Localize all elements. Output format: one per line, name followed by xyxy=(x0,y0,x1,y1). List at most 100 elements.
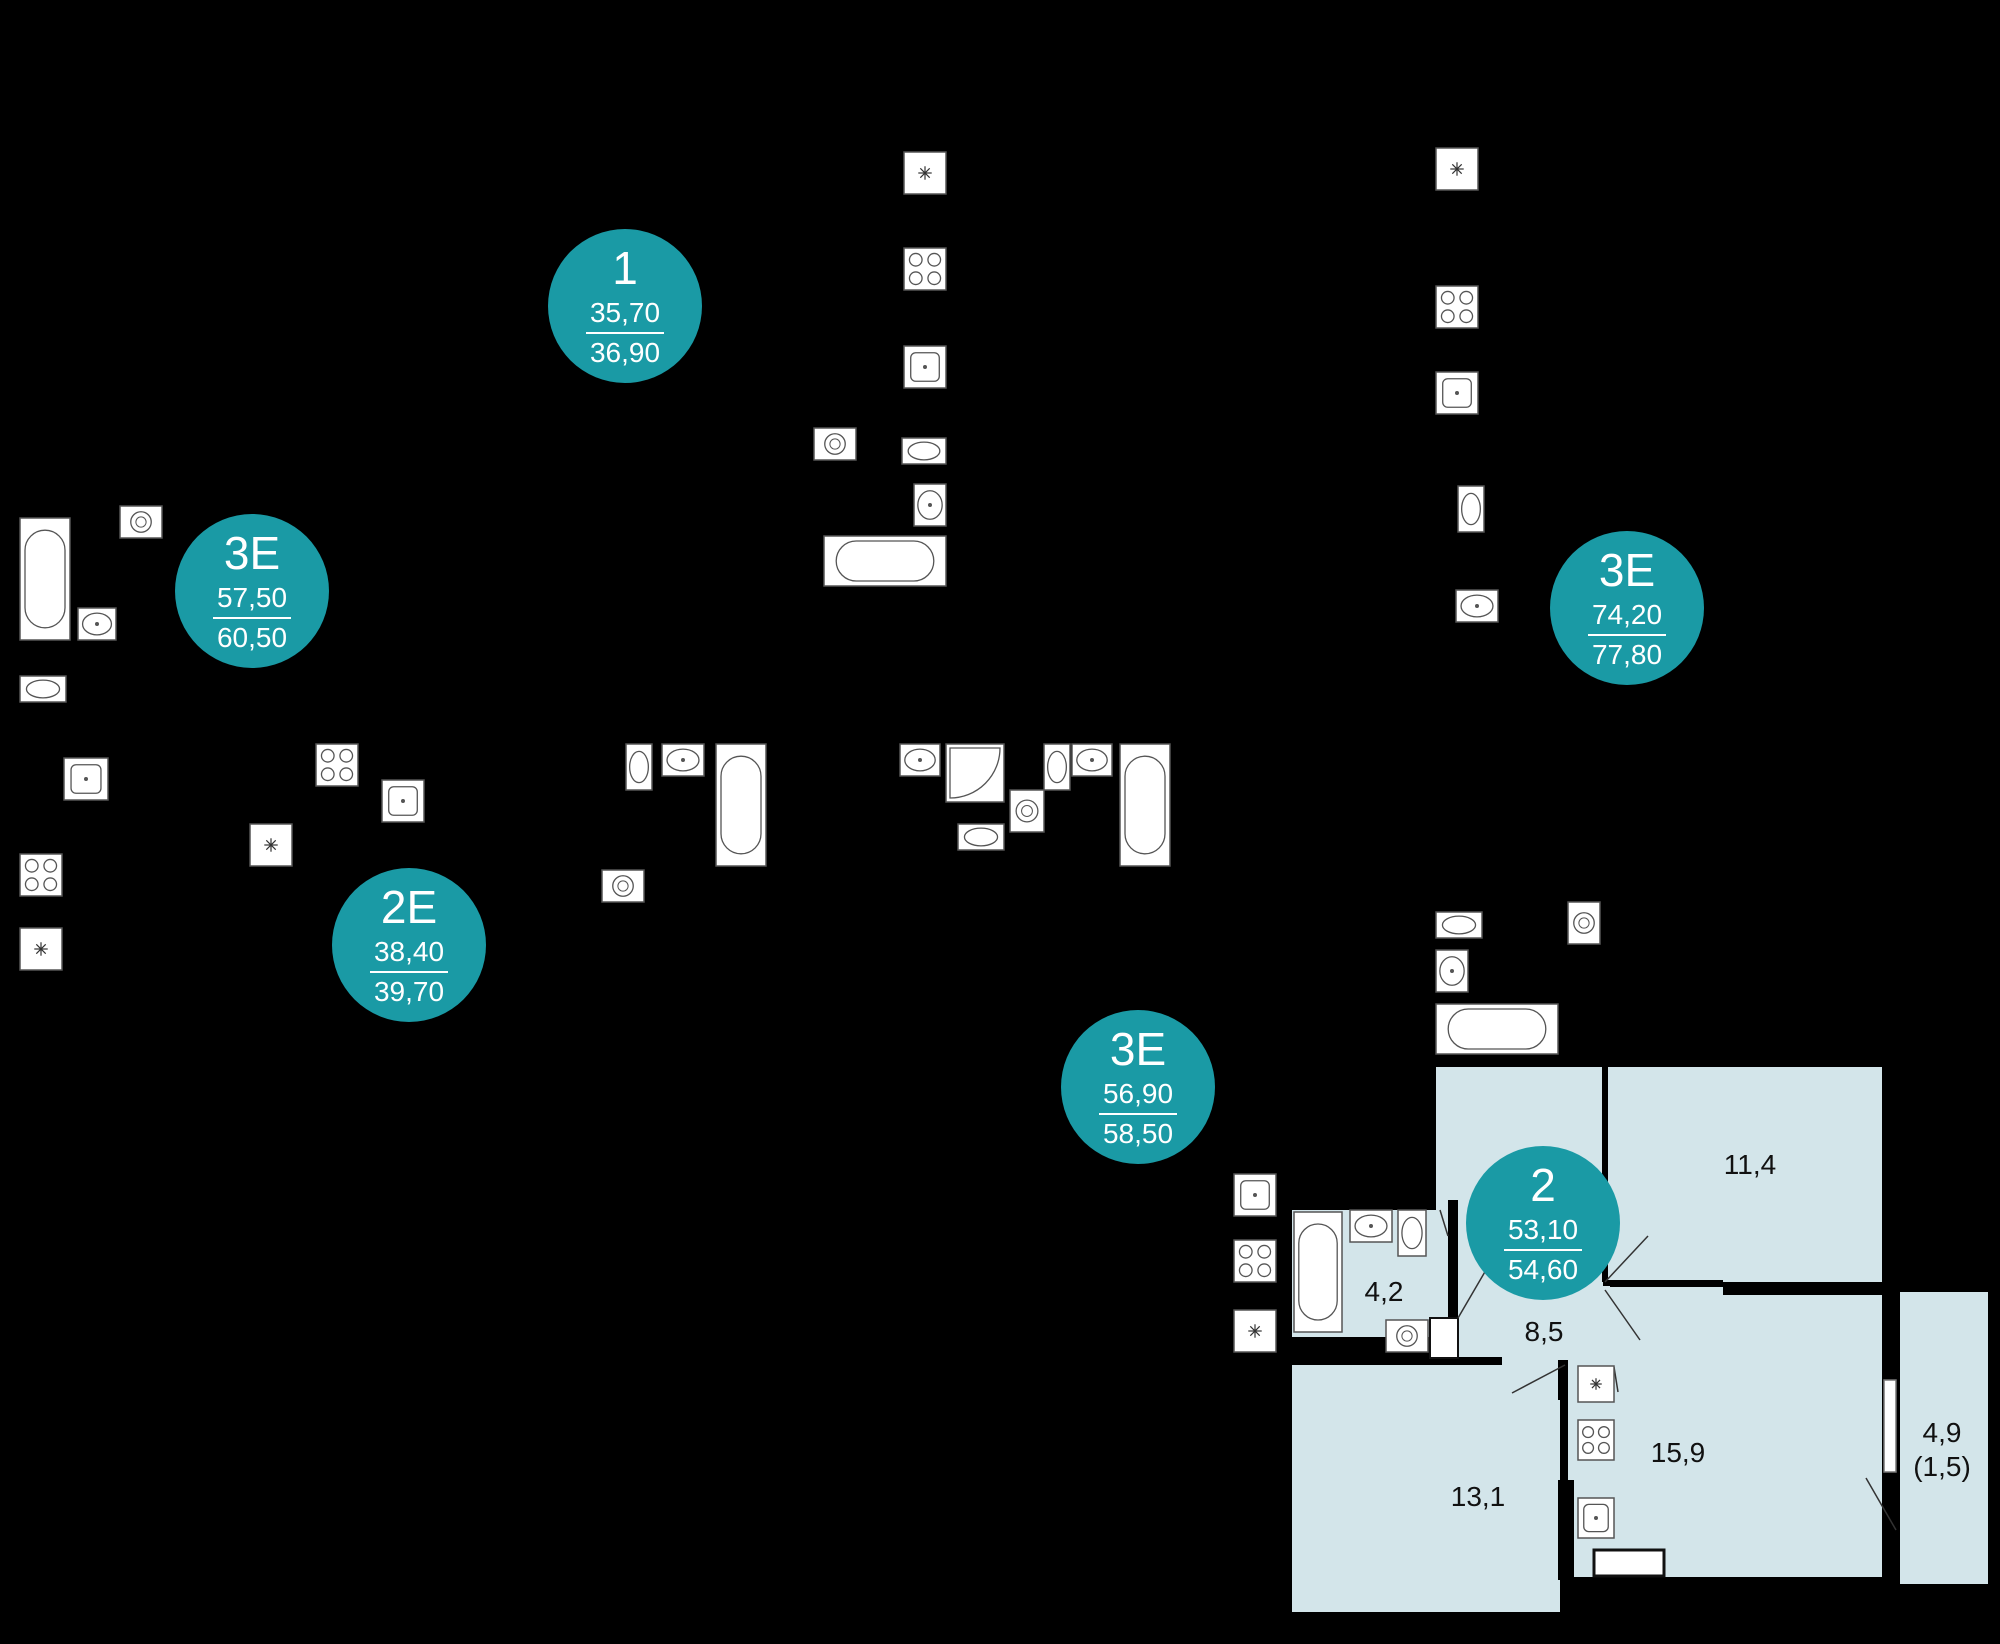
sink-icon xyxy=(381,779,425,823)
basin-icon xyxy=(1349,1209,1393,1243)
toilet-icon xyxy=(1397,1209,1427,1257)
washer-icon xyxy=(1385,1319,1429,1353)
room-area-label: 15,9 xyxy=(1650,1437,1706,1468)
apartment-total-area: 36,90 xyxy=(589,337,661,368)
apartment-living-area: 53,10 xyxy=(1507,1214,1579,1245)
stove-icon xyxy=(19,853,63,897)
apartment-badge-5[interactable]: 3Е 56,90 58,50 xyxy=(1061,1010,1215,1164)
window xyxy=(1883,1379,1897,1473)
washer-icon xyxy=(601,869,645,903)
wall xyxy=(1602,1067,1608,1282)
wall xyxy=(1448,1200,1458,1360)
stove-icon xyxy=(315,743,359,787)
apartment-number: 3Е xyxy=(1598,544,1656,596)
basin-icon xyxy=(77,607,117,641)
sink-icon xyxy=(1577,1497,1615,1539)
apartment-number: 1 xyxy=(612,242,638,294)
room-bedroom[interactable] xyxy=(1292,1362,1560,1612)
door-swing xyxy=(1604,1289,1641,1341)
apartment-badge-2[interactable]: 3Е 57,50 60,50 xyxy=(175,514,329,668)
door-swing xyxy=(1439,1209,1449,1237)
door-swing xyxy=(1604,1235,1649,1283)
wall xyxy=(1882,1532,1900,1582)
room-balcony[interactable] xyxy=(1900,1292,1988,1584)
toilet-icon xyxy=(1457,485,1485,533)
bathtub-icon xyxy=(715,743,767,867)
fan-icon xyxy=(1577,1365,1615,1403)
apartment-number: 3Е xyxy=(1109,1023,1167,1075)
wall xyxy=(1558,1360,1568,1400)
apartment-total-area: 60,50 xyxy=(216,622,288,653)
apartment-total-area: 58,50 xyxy=(1102,1118,1174,1149)
apartment-total-area: 77,80 xyxy=(1591,639,1663,670)
toilet-icon xyxy=(957,823,1005,851)
badge-divider xyxy=(213,617,291,619)
apartment-badge-1[interactable]: 1 35,70 36,90 xyxy=(548,229,702,383)
wall xyxy=(1558,1480,1574,1580)
sink-icon xyxy=(63,757,109,801)
door-swing xyxy=(1511,1364,1566,1394)
washer-icon xyxy=(1567,901,1601,945)
apartment-total-area: 39,70 xyxy=(373,976,445,1007)
wall xyxy=(1723,1283,1885,1295)
fan-icon xyxy=(1435,147,1479,191)
basin-icon xyxy=(899,743,941,777)
wall xyxy=(1603,1280,1723,1286)
cabinet xyxy=(1592,1548,1666,1578)
badge-divider xyxy=(370,971,448,973)
door-swing xyxy=(1457,1269,1487,1319)
toilet-icon xyxy=(625,743,653,791)
badge-divider xyxy=(586,332,664,334)
room-kitchen[interactable] xyxy=(1568,1287,1882,1577)
shower-icon xyxy=(945,743,1005,803)
apartment-badge-3[interactable]: 3Е 74,20 77,80 xyxy=(1550,531,1704,685)
bathtub-icon xyxy=(823,535,947,587)
toilet-icon xyxy=(1043,743,1071,791)
badge-divider xyxy=(1588,634,1666,636)
fan-icon xyxy=(1233,1309,1277,1353)
stove-icon xyxy=(1577,1419,1615,1461)
cabinet xyxy=(1429,1317,1459,1359)
room-area-label: 11,4 xyxy=(1723,1149,1777,1180)
room-bedroom-small[interactable] xyxy=(1607,1067,1882,1282)
apartment-total-area: 54,60 xyxy=(1507,1254,1579,1285)
toilet-icon xyxy=(19,675,67,703)
apartment-number: 3Е xyxy=(223,527,281,579)
sink-icon xyxy=(903,345,947,389)
wall xyxy=(1882,1295,1900,1375)
sink-icon xyxy=(1233,1173,1277,1217)
toilet-icon xyxy=(901,437,947,465)
fan-icon xyxy=(19,927,63,971)
washer-icon xyxy=(119,505,163,539)
washer-icon xyxy=(813,427,857,461)
basin-icon xyxy=(661,743,705,777)
toilet-icon xyxy=(1435,911,1483,939)
apartment-number: 2Е xyxy=(380,881,438,933)
stove-icon xyxy=(1233,1239,1277,1283)
washer-icon xyxy=(1009,789,1045,833)
apartment-living-area: 38,40 xyxy=(373,936,445,967)
apartment-badge-6-selected[interactable]: 2 53,10 54,60 xyxy=(1466,1146,1620,1300)
plumbing-fixtures xyxy=(19,147,1615,1539)
bathtub-icon xyxy=(19,517,71,641)
apartment-badge-4[interactable]: 2Е 38,40 39,70 xyxy=(332,868,486,1022)
room-area-label: 4,2 xyxy=(1364,1276,1404,1307)
stove-icon xyxy=(1435,285,1479,329)
bathtub-icon xyxy=(1293,1211,1343,1333)
basin-icon xyxy=(1455,589,1499,623)
fan-icon xyxy=(249,823,293,867)
fan-icon xyxy=(903,151,947,195)
basin-icon xyxy=(1071,743,1113,777)
wall xyxy=(1292,1357,1502,1365)
badge-divider xyxy=(1099,1113,1177,1115)
apartment-number: 2 xyxy=(1530,1159,1556,1211)
basin-icon xyxy=(913,483,947,527)
room-area-label: 13,1 xyxy=(1450,1481,1506,1512)
stove-icon xyxy=(903,247,947,291)
door-swing xyxy=(1865,1477,1897,1531)
apartment-living-area: 74,20 xyxy=(1591,599,1663,630)
bathtub-icon xyxy=(1435,1003,1559,1055)
sink-icon xyxy=(1435,371,1479,415)
basin-icon xyxy=(1435,949,1469,993)
